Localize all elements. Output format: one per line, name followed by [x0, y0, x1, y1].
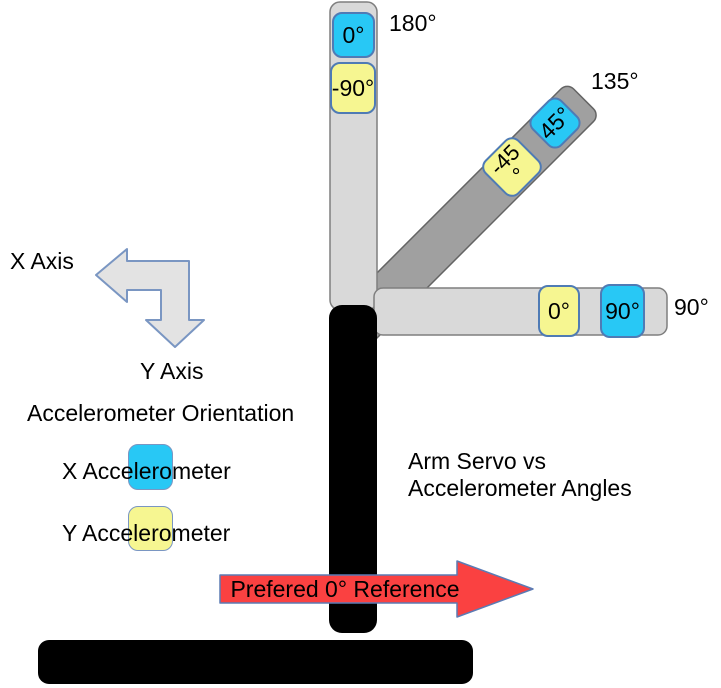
diagram-title-line1: Arm Servo vs: [408, 448, 547, 474]
legend-heading: Accelerometer Orientation: [27, 400, 295, 426]
diagram-title: Arm Servo vs Accelerometer Angles: [408, 448, 632, 502]
legend-y-accel-swatch: [128, 506, 173, 551]
horizontal-arm-x-accel-box: 90°: [600, 284, 645, 338]
stand-base: [38, 640, 473, 684]
reference-arrow-label: Prefered 0° Reference: [230, 576, 460, 602]
y-axis-label: Y Axis: [140, 358, 204, 384]
diagonal-arm-y-accel-line2: °: [507, 162, 532, 187]
x-axis-label: X Axis: [10, 248, 74, 274]
horizontal-arm-y-accel-box: 0°: [538, 285, 580, 337]
legend-x-accel-swatch: [128, 444, 173, 490]
stand-post: [329, 305, 377, 633]
vertical-arm-servo-angle-label: 180°: [389, 10, 437, 36]
legend-x-accel-label: X Accelerometer: [62, 458, 231, 484]
vertical-arm-y-accel-value: -90°: [331, 74, 375, 101]
xy-axis-arrow-icon: [95, 248, 205, 348]
reference-arrow-icon: [219, 560, 534, 618]
legend-y-accel-label: Y Accelerometer: [62, 520, 231, 546]
horizontal-arm-y-accel-value: 0°: [548, 297, 570, 324]
vertical-arm-x-accel-value: 0°: [342, 21, 365, 48]
vertical-arm-y-accel-box: -90°: [330, 62, 376, 114]
diagonal-arm-servo-angle-label: 135°: [591, 68, 639, 94]
horizontal-arm-x-accel-value: 90°: [605, 297, 640, 324]
horizontal-arm-servo-angle-label: 90°: [674, 294, 709, 320]
diagram-title-line2: Accelerometer Angles: [408, 475, 632, 501]
vertical-arm-x-accel-box: 0°: [332, 12, 375, 58]
